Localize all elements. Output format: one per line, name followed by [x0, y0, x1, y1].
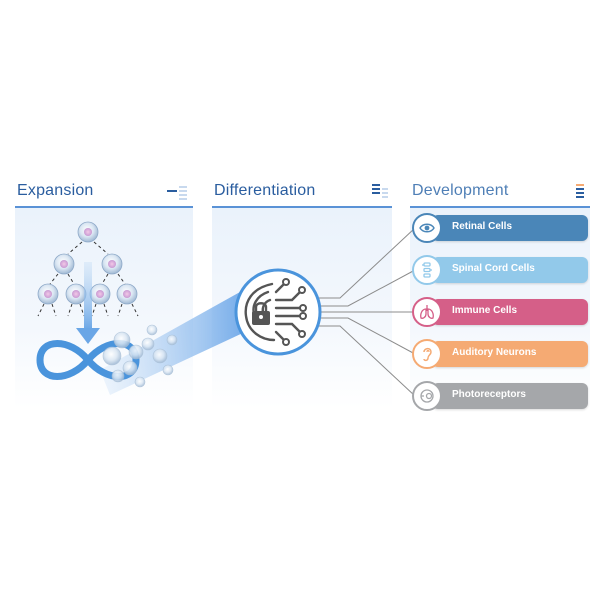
cell — [53, 253, 75, 275]
cell — [101, 253, 123, 275]
development-divider — [410, 206, 590, 208]
differentiation-panel: Differentiation — [212, 178, 392, 408]
cell-type-label: Auditory Neurons — [452, 347, 537, 358]
cell-type-pill: Photoreceptors — [432, 383, 588, 409]
cell-type-pill: Auditory Neurons — [432, 341, 588, 367]
expansion-title: Expansion — [17, 182, 94, 199]
cell-division-tree — [37, 221, 139, 317]
level-low-icon — [167, 186, 187, 200]
cell — [89, 283, 111, 305]
hub-circle — [234, 268, 322, 356]
circuit-lock-icon — [244, 282, 302, 342]
lungs-icon — [412, 297, 442, 327]
hub-connectors — [318, 227, 416, 397]
cell — [37, 283, 59, 305]
cell-type-pill: Retinal Cells — [432, 215, 588, 241]
arrow-down-icon — [76, 262, 100, 344]
cell-type-pill: Spinal Cord Cells — [432, 257, 588, 283]
differentiation-title: Differentiation — [214, 182, 316, 199]
development-title: Development — [412, 182, 509, 199]
expansion-divider — [15, 206, 193, 208]
level-high-icon — [576, 184, 584, 198]
eye-side-icon — [412, 381, 442, 411]
cell-type-label: Immune Cells — [452, 305, 518, 316]
cell-type-label: Photoreceptors — [452, 389, 526, 400]
lock-icon — [252, 302, 270, 325]
level-mid-icon — [372, 184, 388, 198]
spine-icon — [412, 255, 442, 285]
cell-cluster — [102, 324, 178, 388]
cell — [65, 283, 87, 305]
eye-icon — [412, 213, 442, 243]
cell — [116, 283, 138, 305]
differentiation-divider — [212, 206, 392, 208]
cell — [77, 221, 99, 243]
circuit-nodes — [282, 278, 307, 346]
cell-type-label: Spinal Cord Cells — [452, 263, 535, 274]
cell-type-label: Retinal Cells — [452, 221, 513, 232]
ear-icon — [412, 339, 442, 369]
cell-type-pill: Immune Cells — [432, 299, 588, 325]
